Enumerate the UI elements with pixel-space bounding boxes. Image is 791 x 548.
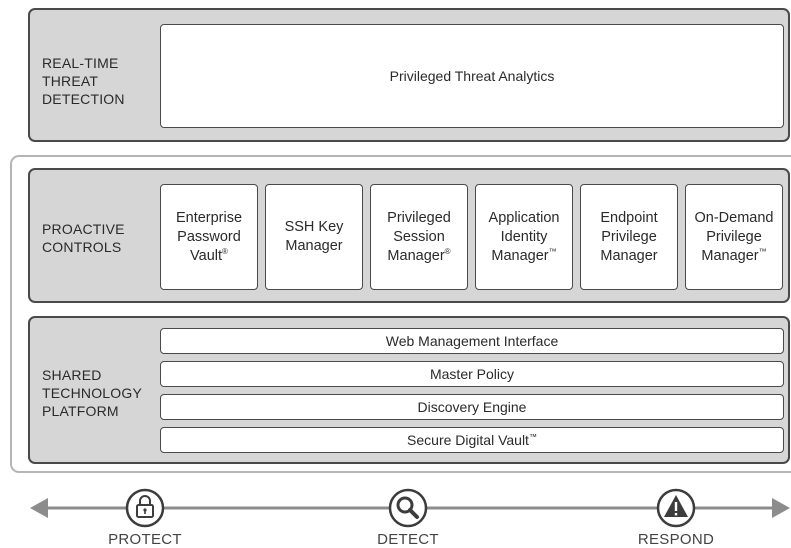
magnifier-icon xyxy=(388,488,428,528)
layer-secure-digital-vault: Secure Digital Vault™ xyxy=(160,427,784,453)
realtime-panel: REAL-TIME THREAT DETECTION Privileged Th… xyxy=(28,8,790,142)
lock-icon xyxy=(125,488,165,528)
stage-label-respond: RESPOND xyxy=(637,531,715,548)
realtime-section-label: REAL-TIME THREAT DETECTION xyxy=(42,55,125,107)
shared-section-label: SHARED TECHNOLOGY PLATFORM xyxy=(42,367,143,419)
stage-label-protect: PROTECT xyxy=(108,531,182,548)
module-ssh-key-manager: SSH Key Manager xyxy=(265,184,363,290)
stage-label-detect: DETECT xyxy=(377,531,439,548)
axis-arrow-left xyxy=(30,498,48,518)
layer-web-management-interface: Web Management Interface xyxy=(160,328,784,354)
warning-icon xyxy=(656,488,696,528)
proactive-panel: PROACTIVE CONTROLS Enterprise Password V… xyxy=(28,168,790,303)
layer-discovery-engine: Discovery Engine xyxy=(160,394,784,420)
proactive-section-label: PROACTIVE CONTROLS xyxy=(42,221,125,255)
module-endpoint-privilege-manager: Endpoint Privilege Manager xyxy=(580,184,678,290)
module-privileged-session-manager: Privileged Session Manager® xyxy=(370,184,468,290)
module-application-identity-manager: Application Identity Manager™ xyxy=(475,184,573,290)
module-on-demand-privilege-manager: On-Demand Privilege Manager™ xyxy=(685,184,783,290)
privileged-threat-analytics-label: Privileged Threat Analytics xyxy=(389,68,555,84)
privileged-threat-analytics-box: Privileged Threat Analytics xyxy=(160,24,784,128)
module-enterprise-password-vault: Enterprise Password Vault® xyxy=(160,184,258,290)
shared-platform-panel: SHARED TECHNOLOGY PLATFORM Web Managemen… xyxy=(28,316,790,464)
axis-arrow-right xyxy=(772,498,790,518)
layer-master-policy: Master Policy xyxy=(160,361,784,387)
